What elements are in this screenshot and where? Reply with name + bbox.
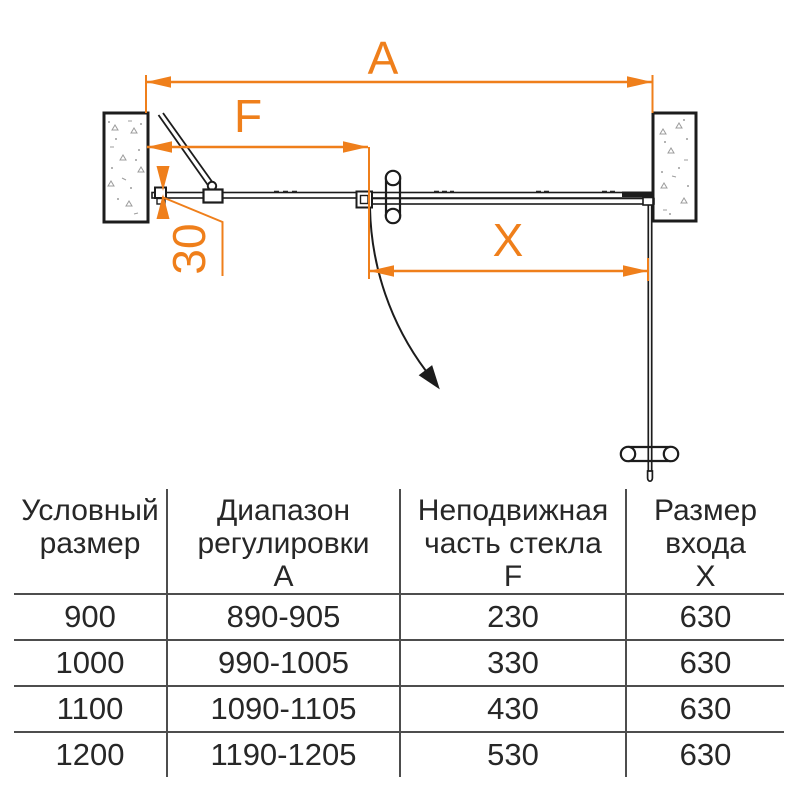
label-a: A [368, 32, 399, 84]
cell-size: 900 [14, 594, 167, 641]
col-header-range-a: Диапазон регулировки А [166, 489, 400, 595]
cell-range-a: 890-905 [166, 594, 400, 641]
table-row: 1100 1090-1105 430 630 [14, 686, 784, 733]
dimension-f: F [147, 90, 370, 279]
table-header-row: Условный размер Диапазон регулировки А Н… [14, 489, 784, 595]
dimension-30: 30 [156, 166, 224, 276]
table-row: 1200 1190-1205 530 630 [14, 732, 784, 777]
door-swing-arc [369, 207, 440, 390]
cell-entry-x: 630 [625, 640, 784, 687]
left-wall-texture [107, 120, 145, 215]
table-row: 1000 990-1005 330 630 [14, 640, 784, 687]
cell-size: 1100 [14, 686, 167, 733]
label-x: X [493, 214, 524, 266]
door-panel-open [646, 205, 654, 482]
cell-fixed-f: 530 [399, 732, 626, 777]
diagram-svg: A F X 30 [102, 32, 698, 482]
label-30: 30 [163, 223, 215, 274]
hinge-block [202, 180, 224, 204]
dimension-a: A [145, 32, 654, 113]
cell-range-a: 990-1005 [166, 640, 400, 687]
door-panel-closed [360, 197, 655, 205]
size-spec-table: Условный размер Диапазон регулировки А Н… [14, 489, 784, 777]
cell-entry-x: 630 [625, 594, 784, 641]
cell-size: 1000 [14, 640, 167, 687]
cell-range-a: 1090-1105 [166, 686, 400, 733]
dimension-x: X [369, 214, 649, 281]
cell-entry-x: 630 [625, 732, 784, 777]
table-row: 900 890-905 230 630 [14, 594, 784, 641]
label-f: F [234, 90, 262, 142]
cell-fixed-f: 230 [399, 594, 626, 641]
cell-entry-x: 630 [625, 686, 784, 733]
cell-range-a: 1190-1205 [166, 732, 400, 777]
left-wall [102, 111, 150, 224]
door-handle-open [619, 445, 680, 463]
right-wall-texture [659, 119, 689, 215]
col-header-size: Условный размер [14, 489, 167, 595]
cell-size: 1200 [55, 737, 125, 772]
cell-fixed-f: 430 [399, 686, 626, 733]
col-header-fixed-f: Неподвижная часть стекла F [399, 489, 626, 595]
col-header-entry-x: Размер входа X [625, 489, 784, 595]
right-wall [651, 111, 698, 223]
door-handle-closed [384, 169, 402, 225]
cell-fixed-f: 330 [399, 640, 626, 687]
